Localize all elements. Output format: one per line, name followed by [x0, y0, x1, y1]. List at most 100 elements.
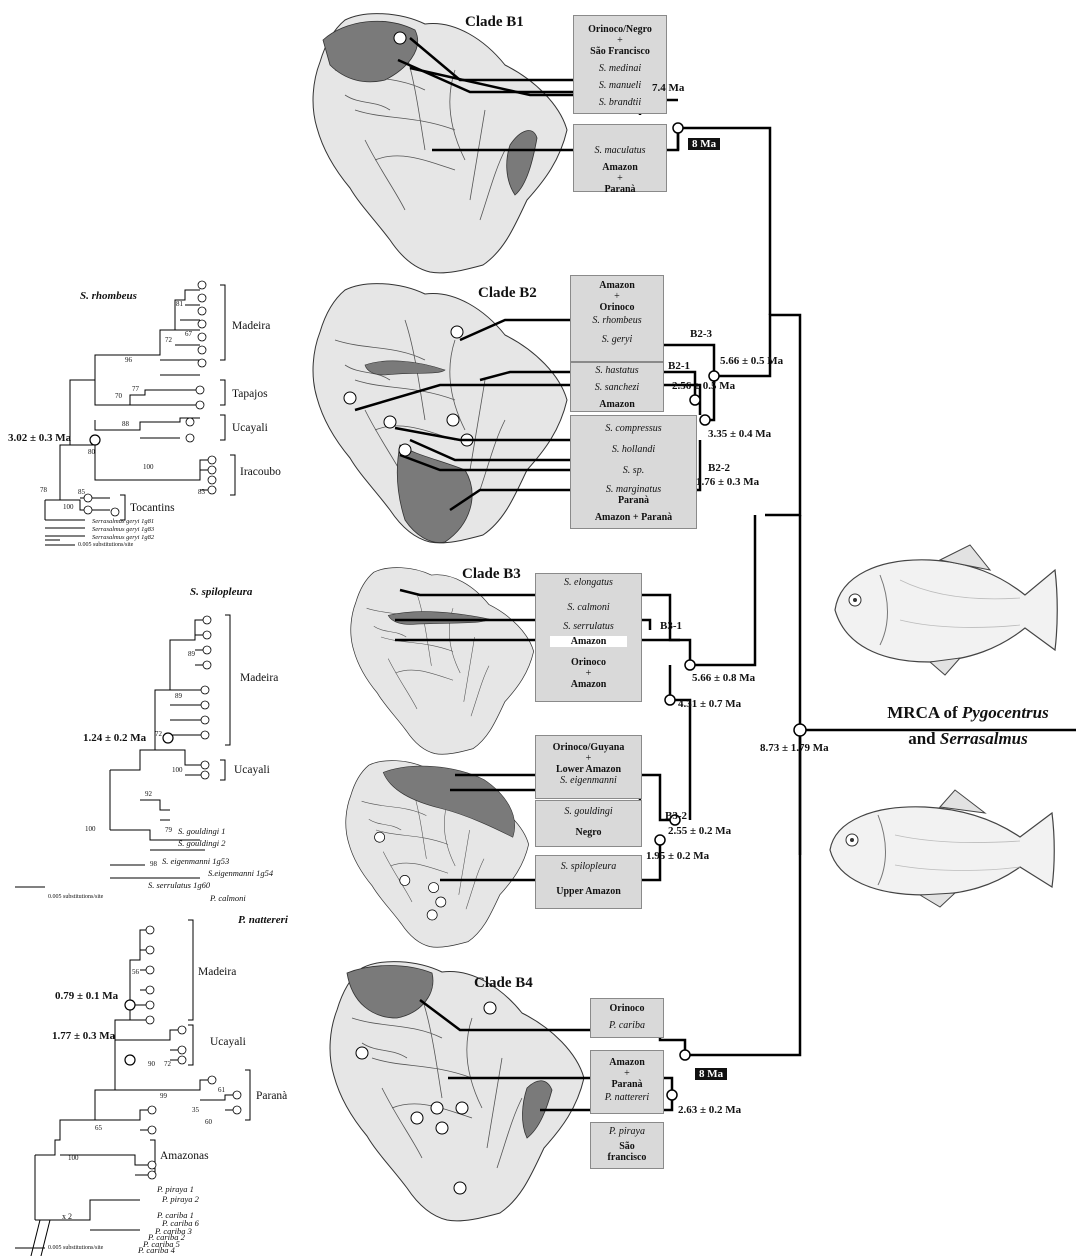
b2-box-top: Amazon + Orinoco S. rhombeus S. geryi [570, 275, 664, 362]
support-83: 83 [198, 488, 205, 496]
clade-b3-2-map [346, 761, 529, 948]
b1-box-plus: + [574, 35, 666, 46]
clade-b2-map [313, 284, 567, 543]
b4-box-orinoco: Orinoco P. cariba [590, 998, 664, 1038]
mrca-and: and [908, 729, 940, 748]
support-72b: 72 [155, 730, 162, 738]
region-amazonas: Amazonas [160, 1150, 209, 1162]
b4-age: 2.63 ± 0.2 Ma [678, 1104, 741, 1116]
b4-sp-nattereri: P. nattereri [591, 1092, 663, 1103]
b1-node-age: 7.4 Ma [652, 82, 684, 94]
spilopleura-scale: 0.005 substitutions/site [48, 894, 103, 900]
support-99: 99 [160, 1092, 167, 1100]
clade-b2-title: Clade B2 [478, 285, 537, 302]
support-90: 90 [148, 1060, 155, 1068]
outgroup-gouldingi-1: S. gouldingi 1 [178, 826, 225, 836]
outgroup-geryi-2: Serrasalmus geryi 1g83 [92, 526, 154, 533]
b1-box-line1: Orinoco/Negro [574, 24, 666, 35]
b3-sp-calmoni: S. calmoni [536, 602, 641, 613]
support-80: 80 [88, 448, 95, 456]
support-67: 67 [185, 330, 192, 338]
rhombeus-title: S. rhombeus [80, 290, 137, 302]
b2-box-parana: Paranà [571, 495, 696, 506]
b4-box-amazon: Amazon + Paranà P. nattereri [590, 1050, 664, 1114]
b2-box-plus: + [571, 291, 663, 302]
b4-box-sf: P. piraya São francisco [590, 1122, 664, 1169]
support-72: 72 [165, 336, 172, 344]
root-age: 8.73 ± 1.79 Ma [760, 742, 829, 754]
outgroup-piraya-1: P. piraya 1 [157, 1184, 194, 1194]
b4-amazon-line1: Amazon [591, 1057, 663, 1068]
support-70: 70 [115, 392, 122, 400]
b4-sf-line1: São [591, 1141, 663, 1152]
b1-sp-brandtii: S. brandtii [574, 97, 666, 108]
clade-b4-title: Clade B4 [474, 975, 533, 992]
spilopleura-age: 1.24 ± 0.2 Ma [83, 732, 146, 744]
region-ucayali: Ucayali [232, 422, 268, 434]
b3-sp-spilopleura: S. spilopleura [536, 861, 641, 872]
nattereri-title: P. nattereri [238, 914, 288, 926]
b1-box-top: Orinoco/Negro + São Francisco S. medinai… [573, 15, 667, 114]
nattereri-scale: 0.005 substitutions/site [48, 1245, 103, 1251]
b2-sp-sanchezi: S. sanchezi [571, 382, 663, 393]
b2-age-sub2: 1.76 ± 0.3 Ma [696, 476, 759, 488]
support-85: 85 [78, 488, 85, 496]
b2-age-root: 3.35 ± 0.4 Ma [708, 428, 771, 440]
clade-b1-title: Clade B1 [465, 14, 524, 31]
b4-box-orinoco-label: Orinoco [591, 1003, 663, 1014]
b2-sp-sp: S. sp. [571, 465, 696, 476]
b3-guyana-plus: + [536, 753, 641, 764]
support-60: 60 [205, 1118, 212, 1126]
outgroup-geryi-1: Serrasalmus geryi 1g81 [92, 518, 154, 525]
outgroup-serrulatus: S. serrulatus 1g60 [148, 880, 210, 890]
b3-age-c: 2.55 ± 0.2 Ma [668, 825, 731, 837]
mrca-genus2: Serrasalmus [940, 729, 1028, 748]
support-100d: 100 [85, 825, 96, 833]
b4-sf-line2: francisco [591, 1152, 663, 1163]
b1-sp-maculatus: S. maculatus [574, 145, 666, 156]
b3-sub1: B3-1 [660, 620, 682, 632]
b1-box2-line1: Amazon [574, 162, 666, 173]
piranha-illustration-top [820, 540, 1070, 680]
support-100c: 100 [172, 766, 183, 774]
support-77: 77 [132, 385, 139, 393]
b1-box2-line2: Paranà [574, 184, 666, 195]
b3-guyana-line1: Orinoco/Guyana [536, 742, 641, 753]
support-35: 35 [192, 1106, 199, 1114]
support-81: 81 [176, 300, 183, 308]
clade-b3-title: Clade B3 [462, 566, 521, 583]
b3-box-guyana: Orinoco/Guyana + Lower Amazon S. eigenma… [535, 735, 642, 799]
piranha-illustration-bottom [820, 785, 1070, 910]
b2-sub2: B2-2 [708, 462, 730, 474]
b3-box-plus: + [536, 668, 641, 679]
b4-calib: 8 Ma [695, 1068, 727, 1080]
nattereri-age-1: 0.79 ± 0.1 Ma [55, 990, 118, 1002]
support-100-b: 100 [63, 503, 74, 511]
mrca-label: MRCA of Pygocentrus and Serrasalmus [862, 700, 1074, 752]
outgroup-eigenmanni-1: S. eigenmanni 1g53 [162, 856, 229, 866]
b3-age-b: 4.31 ± 0.7 Ma [678, 698, 741, 710]
support-78: 78 [40, 486, 47, 494]
support-61: 61 [218, 1086, 225, 1094]
outgroup-cariba-4: P. cariba 4 [138, 1245, 175, 1255]
support-79: 79 [165, 826, 172, 834]
b1-sp-medinai: S. medinai [574, 63, 666, 74]
b3-box-upper-label: Upper Amazon [536, 886, 641, 897]
b2-age-sub3: 5.66 ± 0.5 Ma [720, 355, 783, 367]
b3-box-top: S. elongatus S. calmoni S. serrulatus Am… [535, 573, 642, 702]
region-madeira-2: Madeira [240, 672, 278, 684]
region-tapajos: Tapajos [232, 388, 268, 400]
b2-sp-compressus: S. compressus [571, 423, 696, 434]
support-100: 100 [143, 463, 154, 471]
support-89a: 89 [188, 650, 195, 658]
b2-sp-rhombeus: S. rhombeus [571, 315, 663, 326]
b3-age-a: 5.66 ± 0.8 Ma [692, 672, 755, 684]
support-100e: 100 [68, 1154, 79, 1162]
support-92: 92 [145, 790, 152, 798]
b2-sp-geryi: S. geryi [571, 334, 663, 345]
b2-age-sub1: 2.56 ± 0.5 Ma [672, 380, 735, 392]
region-parana: Paranà [256, 1090, 287, 1102]
b3-sp-eigenmanni: S. eigenmanni [536, 775, 641, 786]
b1-box-bottom: S. maculatus Amazon + Paranà [573, 124, 667, 192]
outgroup-piraya-2: P. piraya 2 [162, 1194, 199, 1204]
